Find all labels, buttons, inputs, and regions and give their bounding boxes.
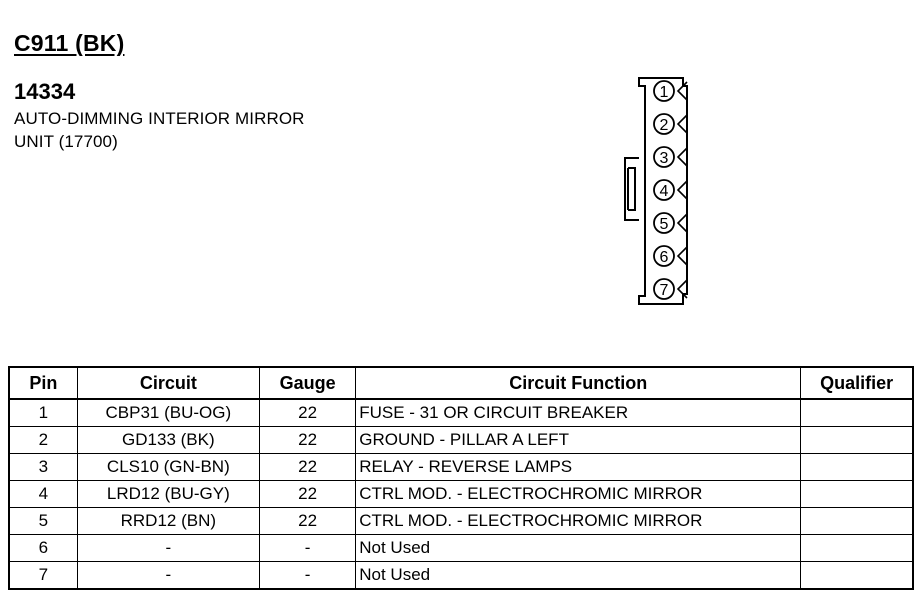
- circuit-function-cell: RELAY - REVERSE LAMPS: [355, 453, 802, 481]
- table-row: 7--Not Used: [8, 561, 914, 590]
- pin-cell: 5: [8, 507, 78, 535]
- pin-circle: [653, 113, 675, 135]
- circuit-cell: -: [76, 561, 261, 590]
- circuit-function-cell: GROUND - PILLAR A LEFT: [355, 426, 802, 454]
- header-circuit: Circuit: [76, 366, 261, 400]
- circuit-cell: LRD12 (BU-GY): [76, 480, 261, 508]
- qualifier-cell: [800, 480, 914, 508]
- gauge-cell: 22: [259, 507, 357, 535]
- table-row: 6--Not Used: [8, 534, 914, 562]
- header-qualifier: Qualifier: [800, 366, 914, 400]
- header-gauge: Gauge: [259, 366, 357, 400]
- connector-pin-1: 1: [653, 80, 688, 102]
- pin-circle: [653, 278, 675, 300]
- circuit-function-cell: Not Used: [355, 534, 802, 562]
- qualifier-cell: [800, 561, 914, 590]
- pin-cell: 3: [8, 453, 78, 481]
- table-header-row: Pin Circuit Gauge Circuit Function Quali…: [8, 366, 914, 400]
- pin-number-label: 5: [660, 216, 669, 233]
- connector-id-title: C911 (BK): [14, 30, 125, 56]
- connector-pin-7: 7: [653, 278, 688, 300]
- circuit-cell: CBP31 (BU-OG): [76, 398, 261, 427]
- pin-circle: [653, 80, 675, 102]
- connector-pins: 1 2 3 4 5 6 7: [653, 80, 688, 300]
- circuit-cell: -: [76, 534, 261, 562]
- pin-cell: 6: [8, 534, 78, 562]
- circuit-function-cell: Not Used: [355, 561, 802, 590]
- qualifier-cell: [800, 534, 914, 562]
- pin-circle: [653, 146, 675, 168]
- component-description-line1: AUTO-DIMMING INTERIOR MIRROR: [14, 109, 305, 128]
- pinout-table: Pin Circuit Gauge Circuit Function Quali…: [8, 366, 914, 590]
- qualifier-cell: [800, 426, 914, 454]
- pin-number-label: 4: [660, 183, 669, 200]
- gauge-cell: 22: [259, 398, 357, 427]
- connector-pin-4: 4: [653, 179, 688, 201]
- circuit-cell: GD133 (BK): [76, 426, 261, 454]
- pin-circle: [653, 212, 675, 234]
- circuit-function-cell: CTRL MOD. - ELECTROCHROMIC MIRROR: [355, 507, 802, 535]
- component-description-line2: UNIT (17700): [14, 132, 118, 151]
- pin-number-label: 1: [660, 84, 669, 101]
- pin-cell: 7: [8, 561, 78, 590]
- connector-pin-2: 2: [653, 113, 688, 135]
- connector-face-diagram: 1 2 3 4 5 6 7: [624, 77, 688, 305]
- header-circuit-function: Circuit Function: [355, 366, 802, 400]
- pin-cell: 4: [8, 480, 78, 508]
- qualifier-cell: [800, 398, 914, 427]
- gauge-cell: -: [259, 561, 357, 590]
- gauge-cell: 22: [259, 426, 357, 454]
- qualifier-cell: [800, 453, 914, 481]
- qualifier-cell: [800, 507, 914, 535]
- part-number: 14334: [14, 79, 76, 104]
- circuit-cell: RRD12 (BN): [76, 507, 261, 535]
- pin-circle: [653, 245, 675, 267]
- connector-pin-6: 6: [653, 245, 688, 267]
- pin-number-label: 6: [660, 249, 669, 266]
- pin-number-label: 3: [660, 150, 669, 167]
- circuit-function-cell: FUSE - 31 OR CIRCUIT BREAKER: [355, 398, 802, 427]
- connector-pin-5: 5: [653, 212, 688, 234]
- pin-number-label: 7: [660, 282, 669, 299]
- header-pin: Pin: [8, 366, 78, 400]
- circuit-function-cell: CTRL MOD. - ELECTROCHROMIC MIRROR: [355, 480, 802, 508]
- pin-number-label: 2: [660, 117, 669, 134]
- pin-cell: 1: [8, 398, 78, 427]
- connector-pin-3: 3: [653, 146, 688, 168]
- gauge-cell: -: [259, 534, 357, 562]
- circuit-cell: CLS10 (GN-BN): [76, 453, 261, 481]
- pin-cell: 2: [8, 426, 78, 454]
- pin-circle: [653, 179, 675, 201]
- gauge-cell: 22: [259, 480, 357, 508]
- gauge-cell: 22: [259, 453, 357, 481]
